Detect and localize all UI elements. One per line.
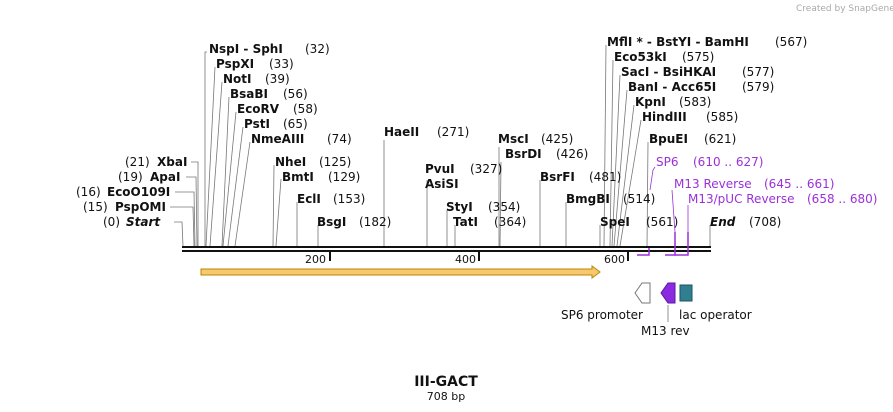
- site-styi-name: StyI: [446, 200, 473, 214]
- site-haeii-name: HaeII: [384, 125, 419, 139]
- site-spei-pos: (561): [646, 215, 678, 229]
- site-end-pos: (708): [749, 215, 781, 229]
- site-bmti-pos: (129): [328, 170, 360, 184]
- site-bsrdi-name: BsrDI: [505, 147, 542, 161]
- site-nmeaiii-pos: (74): [327, 132, 352, 146]
- site-nspi-sphi-pos: (32): [305, 42, 330, 56]
- site-asisi-name: AsiSI: [425, 177, 459, 191]
- feature-label-m13-rev: M13 rev: [641, 324, 690, 338]
- site-hindiii-pos: (585): [706, 110, 738, 124]
- site-eco53ki-name: Eco53kI: [614, 50, 667, 64]
- site-saci-bsihkai-pos: (577): [742, 65, 774, 79]
- site-bsgi-pos: (182): [359, 215, 391, 229]
- site-ecoo109i-name: EcoO109I: [107, 185, 170, 199]
- site-ecli-pos: (153): [333, 192, 365, 206]
- site-bsgi-name: BsgI: [317, 215, 346, 229]
- site-bpuei-name: BpuEI: [649, 132, 688, 146]
- site-eco53ki-pos: (575): [682, 50, 714, 64]
- site-noti-name: NotI: [223, 72, 252, 86]
- primer-labels: SP6 (610 .. 627) M13 Reverse (645 .. 661…: [656, 155, 877, 206]
- site-hindiii-name: HindIII: [642, 110, 687, 124]
- ruler-tick-200: 200: [305, 253, 326, 266]
- map-title: III-GACT: [414, 374, 478, 390]
- site-ecorv-name: EcoRV: [237, 102, 280, 116]
- ruler-tick-600: 600: [604, 253, 625, 266]
- site-xbai-name: XbaI: [157, 155, 187, 169]
- site-nhei-name: NheI: [275, 155, 306, 169]
- site-apai-name: ApaI: [150, 170, 180, 184]
- site-pspomi-name: PspOMI: [115, 200, 166, 214]
- site-psti-pos: (65): [283, 117, 308, 131]
- orf-arrow: [200, 265, 601, 279]
- lac-operator-box: [679, 284, 693, 302]
- site-pvui-pos: (327): [470, 162, 502, 176]
- site-bmti-name: BmtI: [282, 170, 314, 184]
- site-labels: (0) Start (15) PspOMI (16) EcoO109I (19)…: [76, 35, 807, 229]
- primer-m13-puc-reverse-name: M13/pUC Reverse: [688, 192, 795, 206]
- site-bsrdi-pos: (426): [556, 147, 588, 161]
- site-bsabi-pos: (56): [283, 87, 308, 101]
- site-psti-name: PstI: [244, 117, 270, 131]
- site-ecorv-pos: (58): [293, 102, 318, 116]
- site-saci-bsihkai-name: SacI - BsiHKAI: [621, 65, 716, 79]
- site-pspomi-pos: (15): [83, 200, 108, 214]
- site-noti-pos: (39): [265, 72, 290, 86]
- site-tati-name: TatI: [453, 215, 478, 229]
- primer-m13-reverse-range: (645 .. 661): [764, 177, 834, 191]
- site-msci-pos: (425): [541, 132, 573, 146]
- site-nspi-sphi-name: NspI - SphI: [209, 42, 283, 56]
- site-bmgbi-name: BmgBI: [566, 192, 610, 206]
- feature-label-sp6-promoter: SP6 promoter: [561, 308, 643, 322]
- sp6-promoter-arrow: [634, 282, 651, 304]
- ruler-tick-400: 400: [455, 253, 476, 266]
- primer-markers: [637, 166, 689, 256]
- site-kpni-pos: (583): [679, 95, 711, 109]
- site-pspxi-name: PspXI: [216, 57, 254, 71]
- site-bani-acc65i-pos: (579): [742, 80, 774, 94]
- site-tati-pos: (364): [494, 215, 526, 229]
- features: SP6 promoter M13 rev lac operator: [561, 282, 752, 338]
- primer-sp6-name: SP6: [656, 155, 679, 169]
- feature-label-lac-operator: lac operator: [679, 308, 752, 322]
- site-mfli-bstyi-bamhi-pos: (567): [775, 35, 807, 49]
- m13-rev-arrow: [660, 282, 676, 304]
- primer-m13-puc-reverse-range: (658 .. 680): [807, 192, 877, 206]
- snapgene-credit: Created by SnapGene: [796, 4, 893, 14]
- site-nhei-pos: (125): [319, 155, 351, 169]
- site-xbai-pos: (21): [125, 155, 150, 169]
- site-kpni-name: KpnI: [635, 95, 666, 109]
- site-bsabi-name: BsaBI: [230, 87, 268, 101]
- site-apai-pos: (19): [118, 170, 143, 184]
- site-start-pos: (0): [103, 215, 120, 229]
- ruler: 200 400 600: [305, 252, 629, 266]
- site-ecli-name: EclI: [297, 192, 321, 206]
- site-bani-acc65i-name: BanI - Acc65I: [628, 80, 716, 94]
- sp6-primer-marker: [637, 248, 650, 256]
- site-start-label: Start: [126, 215, 161, 229]
- m13-puc-reverse-primer-marker: [675, 232, 689, 256]
- site-haeii-pos: (271): [437, 125, 469, 139]
- site-styi-pos: (354): [488, 200, 520, 214]
- site-bsrfi-name: BsrFI: [540, 170, 575, 184]
- site-pspxi-pos: (33): [269, 57, 294, 71]
- primer-sp6-range: (610 .. 627): [693, 155, 763, 169]
- site-bsrfi-pos: (481): [589, 170, 621, 184]
- sequence-backbone: [182, 246, 711, 252]
- site-end-label: End: [710, 215, 736, 229]
- site-bmgbi-pos: (514): [623, 192, 655, 206]
- site-spei-name: SpeI: [600, 215, 630, 229]
- site-ecoo109i-pos: (16): [76, 185, 101, 199]
- map-length: 708 bp: [427, 390, 465, 403]
- site-leader-lines: [170, 44, 711, 247]
- site-pvui-name: PvuI: [425, 162, 455, 176]
- site-nmeaiii-name: NmeAIII: [251, 132, 304, 146]
- site-mfli-bstyi-bamhi-name: MflI * - BstYI - BamHI: [607, 35, 749, 49]
- site-bpuei-pos: (621): [704, 132, 736, 146]
- primer-m13-reverse-name: M13 Reverse: [674, 177, 752, 191]
- site-msci-name: MscI: [498, 132, 529, 146]
